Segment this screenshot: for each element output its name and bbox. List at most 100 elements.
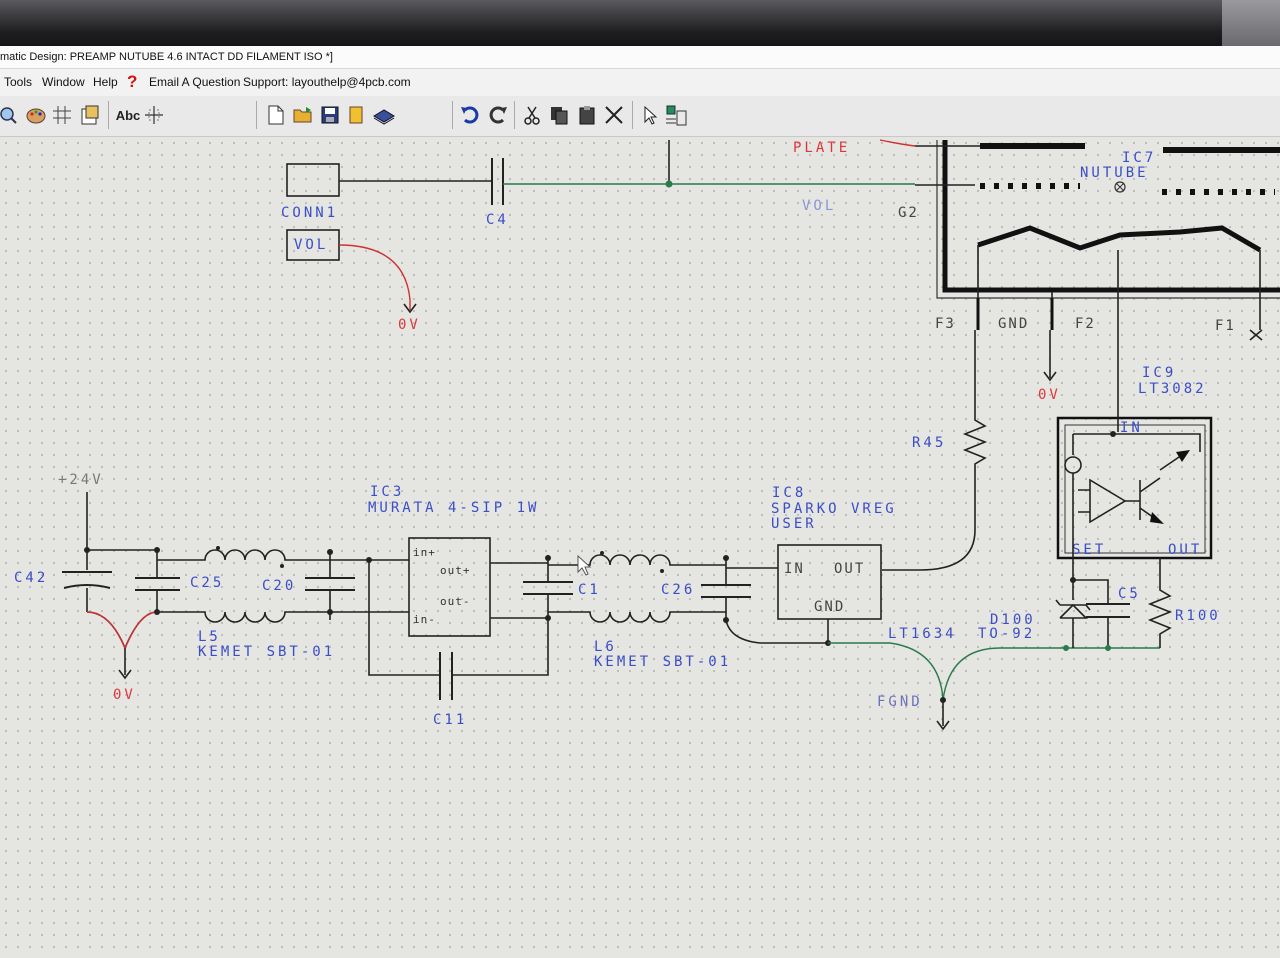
lt3082-label: LT3082 (1138, 381, 1207, 397)
0v-label-2: 0V (1038, 387, 1061, 403)
redo-icon[interactable] (486, 103, 510, 127)
c5-capacitor (1086, 603, 1130, 618)
ic8-in-label: IN (784, 561, 805, 577)
f3-label: F3 (935, 316, 956, 332)
select-pointer-icon[interactable] (638, 103, 662, 127)
help-question-icon[interactable]: ? (127, 72, 138, 91)
palette-icon[interactable] (24, 103, 48, 127)
current-source-icon (1064, 456, 1082, 474)
c20-label: C20 (262, 578, 296, 594)
text-tool-button[interactable]: Abc (115, 107, 141, 123)
ic9-outline (1056, 416, 1213, 560)
ic3-murata-module (408, 537, 491, 637)
toolbar-separator (108, 101, 109, 129)
ic7-outline-inner (936, 140, 1280, 299)
schematic-canvas[interactable]: PLATE IC7 NUTUBE G2 CONN1 C4 VOL VOL 0V … (0, 137, 1280, 958)
c1-capacitor (523, 581, 573, 595)
window-title: matic Design: PREAMP NUTUBE 4.6 INTACT D… (0, 51, 333, 63)
open-folder-icon[interactable] (291, 103, 315, 127)
c4-label: C4 (486, 212, 509, 228)
r45-resistor (882, 330, 988, 571)
ic9-set-label: SET (1072, 542, 1106, 558)
plus-24v-label: +24V (58, 472, 104, 488)
c1-label: C1 (578, 582, 601, 598)
c42-ground-return (86, 611, 158, 650)
monitor-bezel-edge (1222, 0, 1280, 46)
r100-resistor (1147, 558, 1173, 648)
nutube-grid-symbol-icon (1114, 181, 1126, 193)
0v-arrow-icon-2 (1043, 371, 1057, 382)
fgnd-arrow-icon (936, 720, 950, 731)
zoom-icon[interactable] (0, 103, 20, 127)
c11-label: C11 (433, 712, 467, 728)
ic3-pin-out-minus: out- (440, 595, 471, 608)
properties-icon[interactable] (78, 103, 102, 127)
f1-label: F1 (1215, 318, 1236, 334)
plate-net-wire (879, 139, 916, 147)
junction (84, 547, 90, 553)
c20-capacitor (305, 577, 355, 591)
l5-inductor-top (157, 549, 330, 561)
menu-tools[interactable]: Tools (4, 75, 33, 89)
vol-junction (665, 180, 673, 188)
library-icon[interactable] (344, 103, 368, 127)
conn1-connector (286, 163, 340, 197)
ic3-pin-out-plus: out+ (440, 564, 471, 577)
fgnd-wire (828, 642, 944, 701)
ic7-label: IC7 (1122, 150, 1156, 166)
r100-label: R100 (1175, 608, 1221, 624)
menu-support[interactable]: Support: layouthelp@4pcb.com (243, 75, 411, 89)
l5-inductor-bottom (157, 611, 330, 623)
f1-pin-end (1249, 329, 1263, 341)
title-bar: matic Design: PREAMP NUTUBE 4.6 INTACT D… (0, 46, 1280, 69)
delete-icon[interactable] (602, 103, 626, 127)
crosshair-icon[interactable] (142, 103, 166, 127)
menu-window[interactable]: Window (42, 75, 85, 89)
l5-phase-dot (280, 564, 284, 568)
c11-capacitor (439, 652, 453, 700)
schematic-drawing: PLATE IC7 NUTUBE G2 CONN1 C4 VOL VOL 0V … (14, 139, 1280, 731)
nutube-grid-cross (1115, 182, 1125, 192)
paste-icon[interactable] (575, 103, 599, 127)
monitor-bezel (0, 0, 1280, 46)
c25-capacitor (135, 577, 180, 591)
ic9-out-label: OUT (1168, 542, 1202, 558)
book-icon[interactable] (372, 103, 396, 127)
transistor-arrows (1150, 450, 1190, 524)
ic9-inner (1064, 424, 1206, 554)
component-placement-icon[interactable] (664, 103, 688, 127)
c25-label: C25 (190, 575, 224, 591)
menu-email-question[interactable]: Email A Question (149, 75, 241, 89)
gnd-pin-label: GND (998, 316, 1029, 332)
nutube-label: NUTUBE (1080, 165, 1149, 181)
opamp-wires (1078, 489, 1140, 513)
toolbar-separator (632, 101, 633, 129)
0v-arrow-icon-3 (118, 669, 132, 680)
undo-icon[interactable] (458, 103, 482, 127)
copy-icon[interactable] (547, 103, 571, 127)
c42-capacitor-plate-bottom (63, 584, 111, 589)
r45-label: R45 (912, 435, 946, 451)
ic3-pin-in-plus: in+ (413, 546, 436, 559)
save-icon[interactable] (318, 103, 342, 127)
cut-icon[interactable] (520, 103, 544, 127)
toolbar-separator (452, 101, 453, 129)
ic8-label: IC8 (772, 485, 806, 501)
conn1-label: CONN1 (281, 205, 338, 221)
ic7-outline (942, 140, 1280, 293)
toolbar-separator (514, 101, 515, 129)
new-file-icon[interactable] (264, 103, 288, 127)
d100-label: D100 (990, 612, 1036, 628)
toolbar-separator (256, 101, 257, 129)
0v-label-3: 0V (113, 687, 136, 703)
junction (1063, 645, 1069, 651)
junction (327, 549, 333, 555)
grid-icon[interactable] (50, 103, 74, 127)
nutube-plate (980, 143, 1280, 153)
menu-bar: Tools Window Help ? Email A Question Sup… (0, 69, 1280, 96)
l6-phase-dot (600, 551, 604, 555)
mouse-cursor-icon (577, 554, 592, 576)
l5-label: L5 (198, 629, 221, 645)
menu-help[interactable]: Help (93, 75, 118, 89)
g2-label: G2 (898, 205, 919, 221)
